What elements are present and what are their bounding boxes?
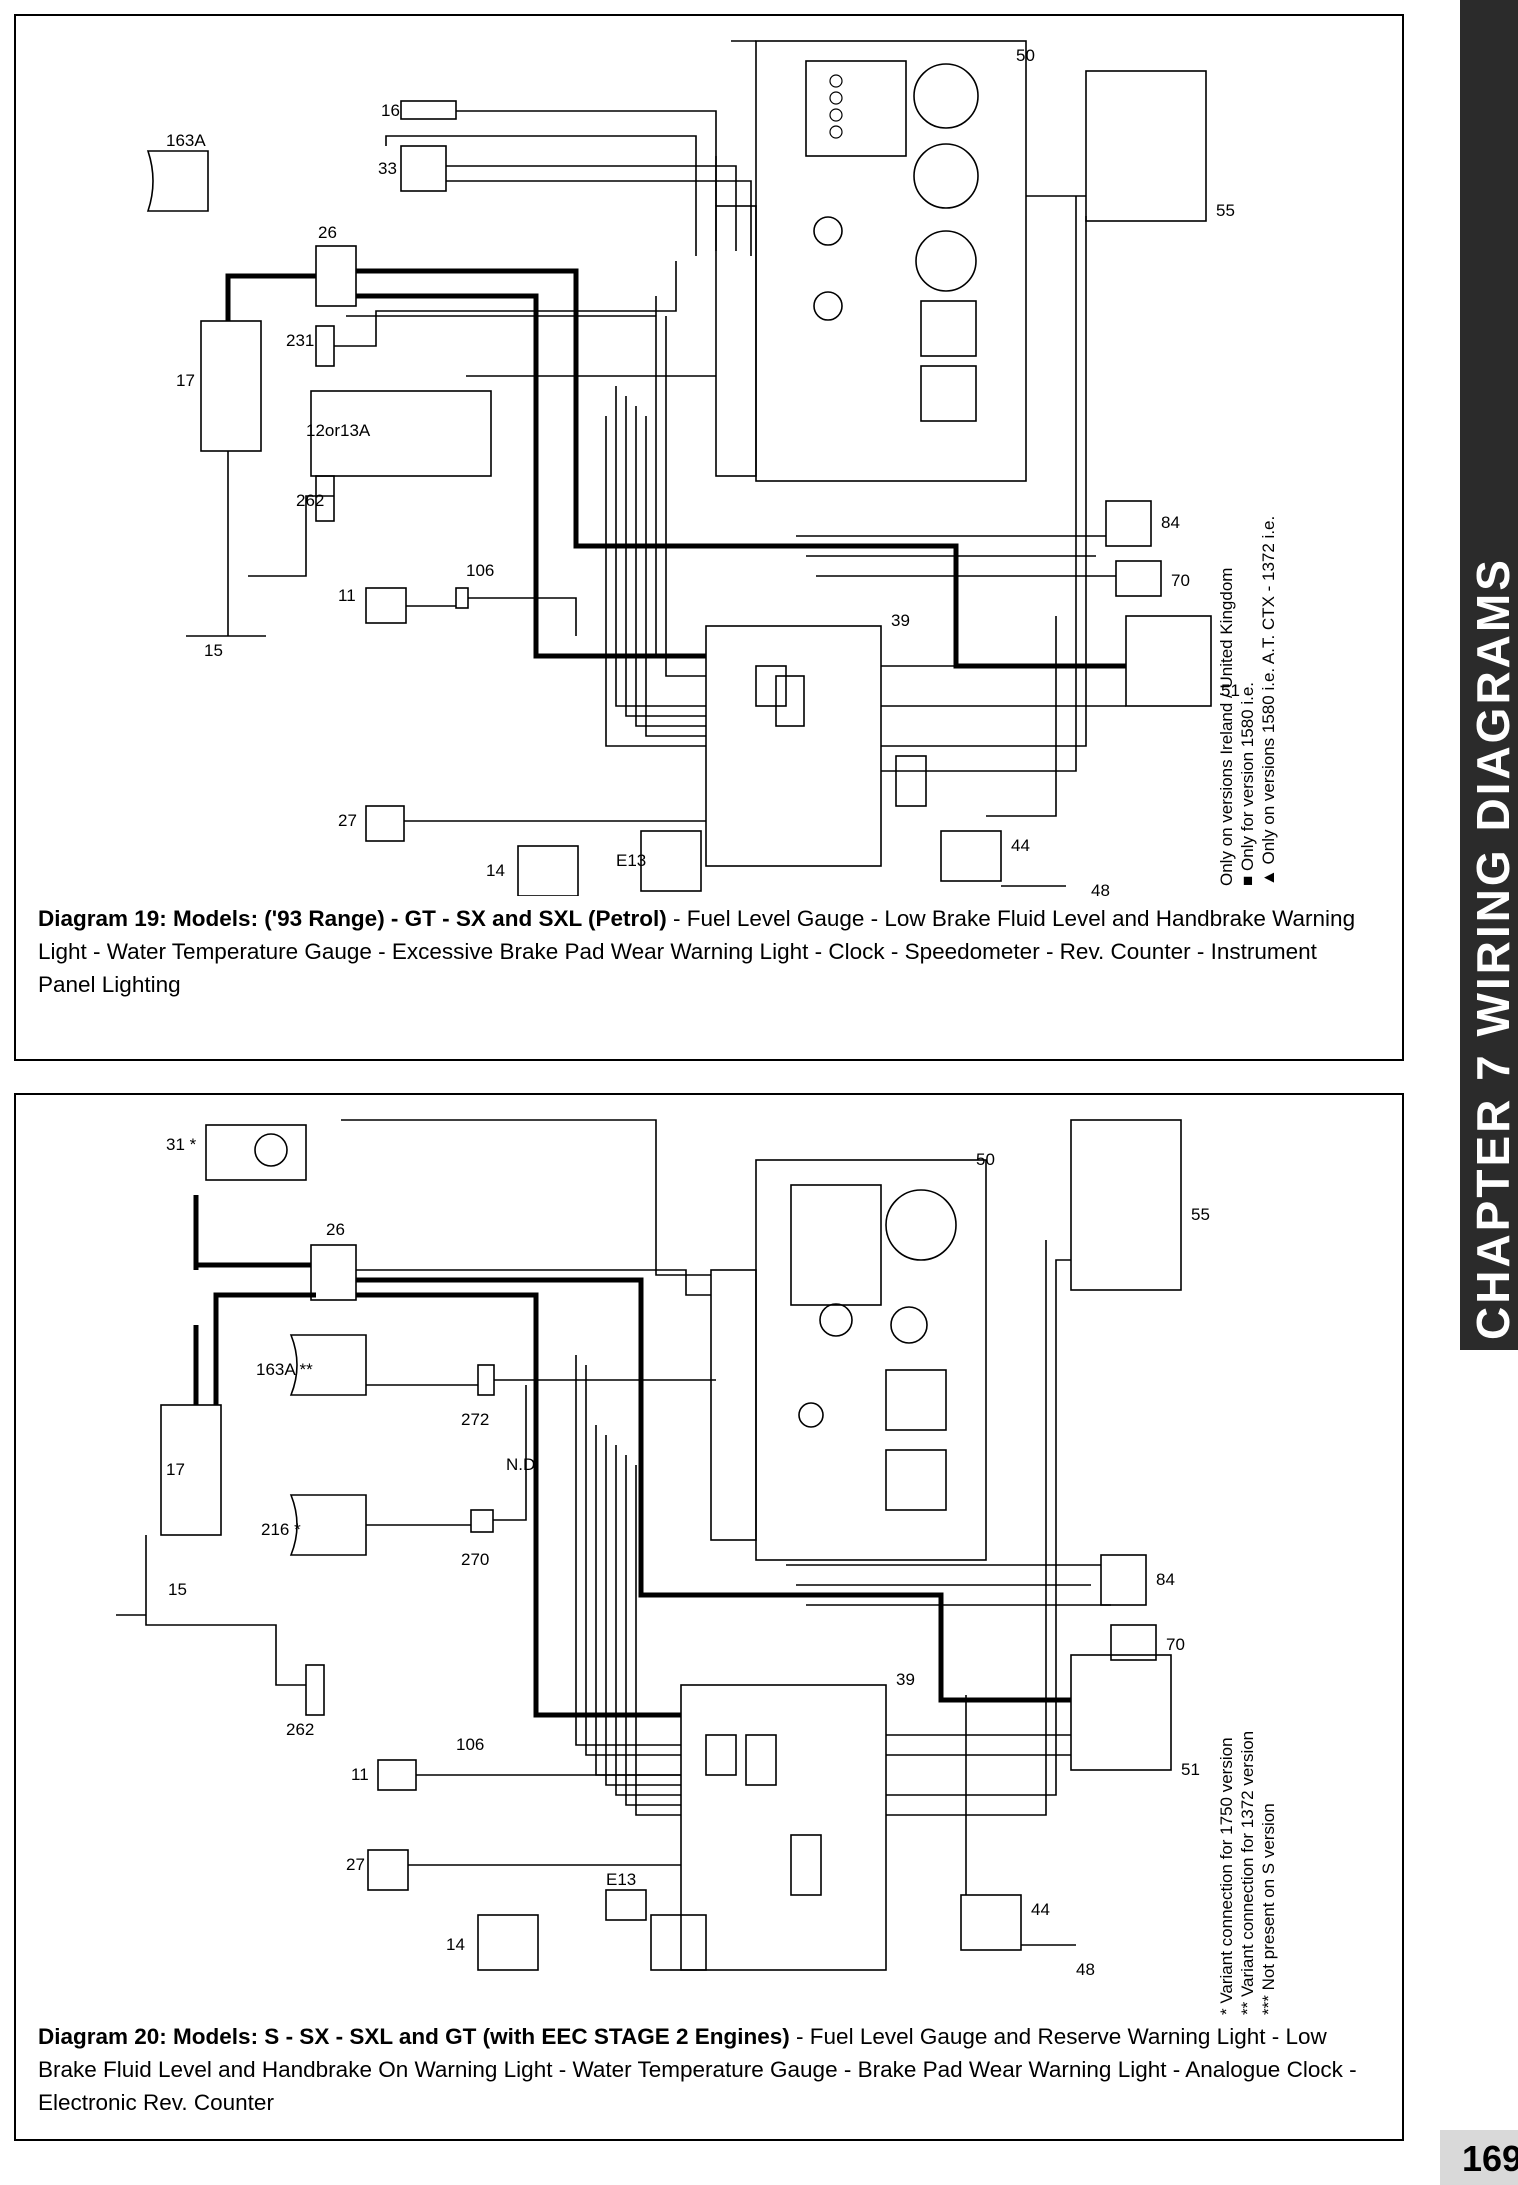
svg-text:48: 48 xyxy=(1076,1960,1095,1979)
note-19-b: Only for version 1580 i.e. xyxy=(1238,682,1257,871)
power-wire-r1 xyxy=(193,1195,311,1405)
svg-text:106: 106 xyxy=(456,1735,484,1754)
chapter-tab: CHAPTER 7 WIRING DIAGRAMS xyxy=(1460,0,1518,1350)
svg-text:231: 231 xyxy=(286,331,314,350)
diagram-19-notes: Only on versions Ireland / United Kingdo… xyxy=(1216,516,1279,886)
svg-text:39: 39 xyxy=(896,1670,915,1689)
control-unit-39 xyxy=(680,1684,887,1971)
svg-text:14: 14 xyxy=(446,1935,465,1954)
svg-text:27: 27 xyxy=(338,811,357,830)
svg-text:270: 270 xyxy=(461,1550,489,1569)
svg-text:262: 262 xyxy=(286,1720,314,1739)
svg-text:11: 11 xyxy=(351,1765,369,1784)
control-unit-39 xyxy=(705,625,882,867)
diagram-19-panel: 50 55 163A 16 33 26 17 231 12or13A 262 8… xyxy=(14,14,1404,1061)
svg-text:39: 39 xyxy=(891,611,910,630)
svg-text:84: 84 xyxy=(1161,513,1180,532)
svg-text:26: 26 xyxy=(318,223,337,242)
svg-text:55: 55 xyxy=(1216,201,1235,220)
switch-55 xyxy=(1085,70,1207,222)
fuse-box-17 xyxy=(160,1404,222,1536)
diagram-20-notes: * Variant connection for 1750 version **… xyxy=(1216,1731,1279,2015)
svg-text:262: 262 xyxy=(296,491,324,510)
fuse-box-17 xyxy=(200,320,262,452)
page-number: 169 xyxy=(1462,2138,1518,2179)
svg-text:84: 84 xyxy=(1156,1570,1175,1589)
svg-text:216 *: 216 * xyxy=(261,1520,301,1539)
svg-text:17: 17 xyxy=(166,1460,185,1479)
switch-55 xyxy=(1070,1119,1182,1291)
svg-text:15: 15 xyxy=(168,1580,187,1599)
svg-text:E13: E13 xyxy=(606,1870,636,1889)
svg-text:70: 70 xyxy=(1166,1635,1185,1654)
relay-51 xyxy=(1070,1654,1172,1771)
svg-text:15: 15 xyxy=(204,641,223,660)
page-number-box xyxy=(1440,2130,1518,2185)
diagram-20-schematic: 50 55 31 * 26 163A ** 272 17 216 * 270 N… xyxy=(116,1119,1210,1979)
svg-text:31 *: 31 * xyxy=(166,1135,197,1154)
note-19-a: Only on versions Ireland / United Kingdo… xyxy=(1217,567,1236,886)
svg-text:E13: E13 xyxy=(616,851,646,870)
instrument-panel-50 xyxy=(755,40,1027,482)
svg-text:16: 16 xyxy=(381,101,400,120)
svg-text:50: 50 xyxy=(1016,46,1035,65)
diagram-20-caption: Diagram 20: Models: S - SX - SXL and GT … xyxy=(38,2020,1380,2119)
connector-163a xyxy=(146,150,209,212)
svg-text:33: 33 xyxy=(378,159,397,178)
svg-text:44: 44 xyxy=(1031,1900,1050,1919)
diagram-19-caption-text: - Fuel Level Gauge - Low Brake Fluid Lev… xyxy=(38,906,1356,997)
note-20-c: *** Not present on S version xyxy=(1259,1803,1278,2015)
diagram-20-caption-title: Diagram 20: Models: S - SX - SXL and GT … xyxy=(38,2024,790,2049)
svg-text:27: 27 xyxy=(346,1855,365,1874)
relay-51 xyxy=(1125,615,1212,707)
svg-text:163A **: 163A ** xyxy=(256,1360,313,1379)
svg-text:272: 272 xyxy=(461,1410,489,1429)
svg-text:17: 17 xyxy=(176,371,195,390)
svg-text:51: 51 xyxy=(1181,1760,1200,1779)
svg-text:51: 51 xyxy=(1221,681,1240,700)
svg-text:12or13A: 12or13A xyxy=(306,421,371,440)
diagram-19-caption: Diagram 19: Models: ('93 Range) - GT - S… xyxy=(38,902,1380,1001)
power-wire-r1 xyxy=(225,273,316,321)
svg-text:11: 11 xyxy=(338,586,356,605)
svg-text:14: 14 xyxy=(486,861,505,880)
svg-text:50: 50 xyxy=(976,1150,995,1169)
note-19-c-marker: ▲ xyxy=(1259,869,1278,886)
svg-text:26: 26 xyxy=(326,1220,345,1239)
note-19-b-row: ■ Only for version 1580 i.e. xyxy=(1237,516,1258,886)
svg-text:48: 48 xyxy=(1091,881,1110,896)
note-20-a: * Variant connection for 1750 version xyxy=(1217,1737,1236,2015)
svg-text:70: 70 xyxy=(1171,571,1190,590)
diagram-20-caption-text: - Fuel Level Gauge and Reserve Warning L… xyxy=(38,2024,1357,2115)
diagram-19-caption-title: Diagram 19: Models: ('93 Range) - GT - S… xyxy=(38,906,667,931)
note-19-c: Only on versions 1580 i.e. A.T. CTX - 13… xyxy=(1259,515,1278,865)
chapter-tab-text: CHAPTER 7 WIRING DIAGRAMS xyxy=(1467,557,1518,1340)
diagram-20-panel: 50 55 31 * 26 163A ** 272 17 216 * 270 N… xyxy=(14,1093,1404,2141)
svg-text:55: 55 xyxy=(1191,1205,1210,1224)
svg-text:163A: 163A xyxy=(166,131,206,150)
note-19-b-marker: ■ xyxy=(1238,875,1257,886)
note-20-b: ** Variant connection for 1372 version xyxy=(1238,1730,1257,2015)
svg-text:106: 106 xyxy=(466,561,494,580)
svg-text:44: 44 xyxy=(1011,836,1030,855)
note-19-c-row: ▲ Only on versions 1580 i.e. A.T. CTX - … xyxy=(1258,516,1279,886)
svg-text:N.D.: N.D. xyxy=(506,1455,540,1474)
diagram-19-schematic: 50 55 163A 16 33 26 17 231 12or13A 262 8… xyxy=(146,40,1240,896)
